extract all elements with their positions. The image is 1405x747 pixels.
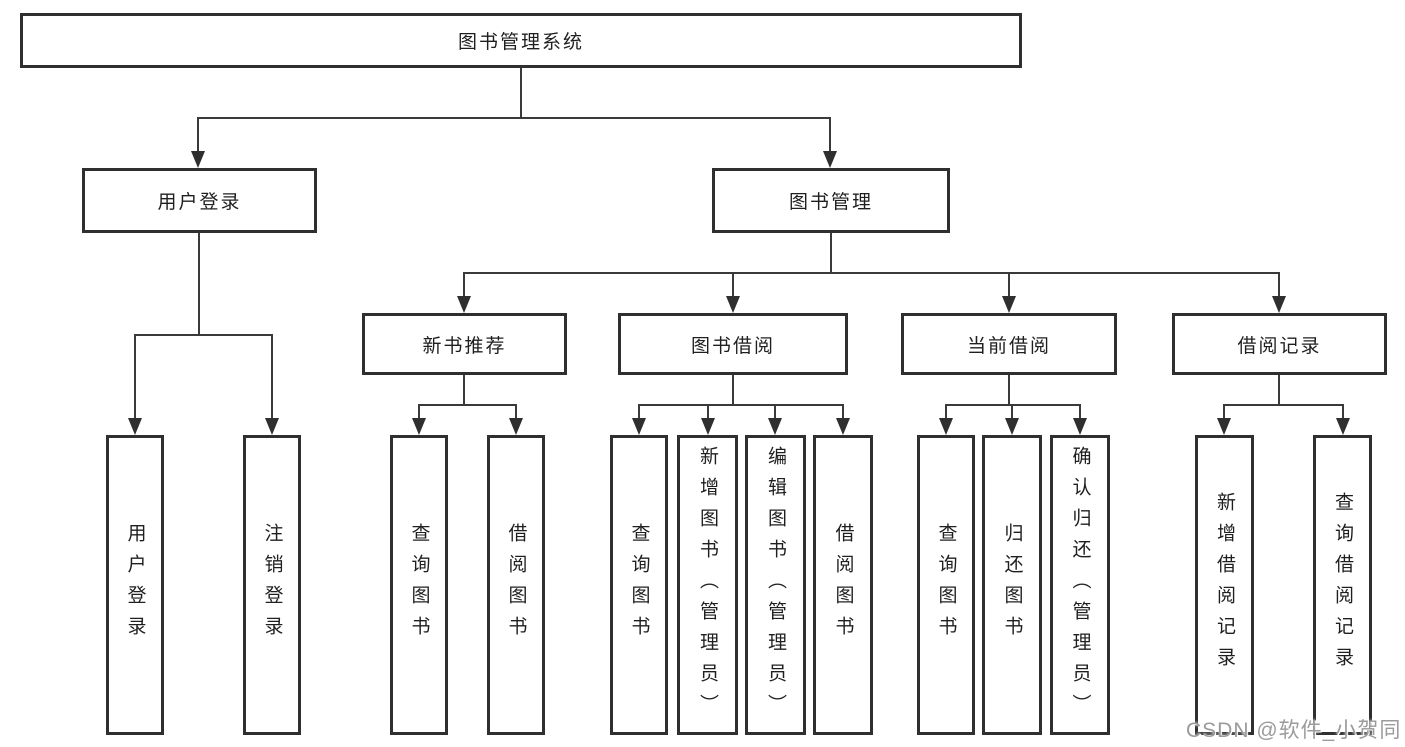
arrow-down-icon xyxy=(701,418,715,435)
connector-current-stem xyxy=(1008,375,1010,405)
arrow-down-icon xyxy=(726,296,740,313)
connector-drop xyxy=(134,334,136,424)
arrow-down-icon xyxy=(128,418,142,435)
arrow-down-icon xyxy=(1002,296,1016,313)
connector-borrowing-horizontal xyxy=(638,404,844,406)
connector-root-stem xyxy=(520,68,522,118)
leaf-records-query-record: 查询借阅记录 xyxy=(1313,435,1372,735)
connector-current-horizontal xyxy=(945,404,1081,406)
connector-userlogin-stem xyxy=(198,233,200,335)
connector-drop xyxy=(774,404,776,424)
connector-drop xyxy=(829,117,831,157)
connector-drop xyxy=(197,117,199,157)
arrow-down-icon xyxy=(265,418,279,435)
leaf-user-login: 用户登录 xyxy=(106,435,164,735)
leaf-borrowing-edit-books-admin: 编辑图书（管理员） xyxy=(745,435,806,735)
connector-drop xyxy=(1011,404,1013,424)
connector-drop xyxy=(707,404,709,424)
node-borrowing-records: 借阅记录 xyxy=(1172,313,1387,375)
arrow-down-icon xyxy=(1336,418,1350,435)
arrow-down-icon xyxy=(836,418,850,435)
leaf-borrowing-borrow-books: 借阅图书 xyxy=(813,435,873,735)
arrow-down-icon xyxy=(1272,296,1286,313)
connector-newbooks-stem xyxy=(463,375,465,405)
arrow-down-icon xyxy=(1005,418,1019,435)
connector-userlogin-horizontal xyxy=(134,334,273,336)
connector-records-horizontal xyxy=(1223,404,1344,406)
connector-drop xyxy=(1079,404,1081,424)
connector-drop xyxy=(945,404,947,424)
arrow-down-icon xyxy=(509,418,523,435)
leaf-current-return-books: 归还图书 xyxy=(982,435,1042,735)
connector-drop xyxy=(271,334,273,424)
leaf-records-add-record: 新增借阅记录 xyxy=(1195,435,1254,735)
connector-drop xyxy=(1342,404,1344,424)
connector-drop xyxy=(1008,272,1010,300)
leaf-newbooks-borrow-books: 借阅图书 xyxy=(487,435,545,735)
node-new-book-recommend: 新书推荐 xyxy=(362,313,567,375)
connector-drop xyxy=(515,404,517,424)
connector-bookmgmt-stem xyxy=(830,233,832,273)
node-current-borrowing: 当前借阅 xyxy=(901,313,1117,375)
connector-level3-horizontal xyxy=(463,272,1280,274)
leaf-borrowing-add-books-admin: 新增图书（管理员） xyxy=(677,435,738,735)
arrow-down-icon xyxy=(457,296,471,313)
arrow-down-icon xyxy=(768,418,782,435)
leaf-current-query-books: 查询图书 xyxy=(917,435,975,735)
leaf-logout: 注销登录 xyxy=(243,435,301,735)
arrow-down-icon xyxy=(632,418,646,435)
csdn-watermark: CSDN @软件_小贺同学 xyxy=(1186,719,1402,742)
arrow-down-icon xyxy=(823,151,837,168)
arrow-down-icon xyxy=(191,151,205,168)
connector-drop xyxy=(1278,272,1280,300)
node-book-management: 图书管理 xyxy=(712,168,950,233)
connector-records-stem xyxy=(1278,375,1280,405)
connector-drop xyxy=(1223,404,1225,424)
node-book-borrowing: 图书借阅 xyxy=(618,313,848,375)
connector-borrowing-stem xyxy=(732,375,734,405)
connector-level2-horizontal xyxy=(197,117,831,119)
arrow-down-icon xyxy=(1217,418,1231,435)
connector-drop xyxy=(638,404,640,424)
connector-drop xyxy=(463,272,465,300)
leaf-borrowing-query-books: 查询图书 xyxy=(610,435,668,735)
node-user-login: 用户登录 xyxy=(82,168,317,233)
arrow-down-icon xyxy=(412,418,426,435)
connector-drop xyxy=(842,404,844,424)
connector-newbooks-horizontal xyxy=(418,404,517,406)
connector-drop xyxy=(732,272,734,300)
leaf-current-confirm-return-admin: 确认归还（管理员） xyxy=(1050,435,1110,735)
arrow-down-icon xyxy=(1073,418,1087,435)
connector-drop xyxy=(418,404,420,424)
node-root: 图书管理系统 xyxy=(20,13,1022,68)
arrow-down-icon xyxy=(939,418,953,435)
leaf-newbooks-query-books: 查询图书 xyxy=(390,435,448,735)
